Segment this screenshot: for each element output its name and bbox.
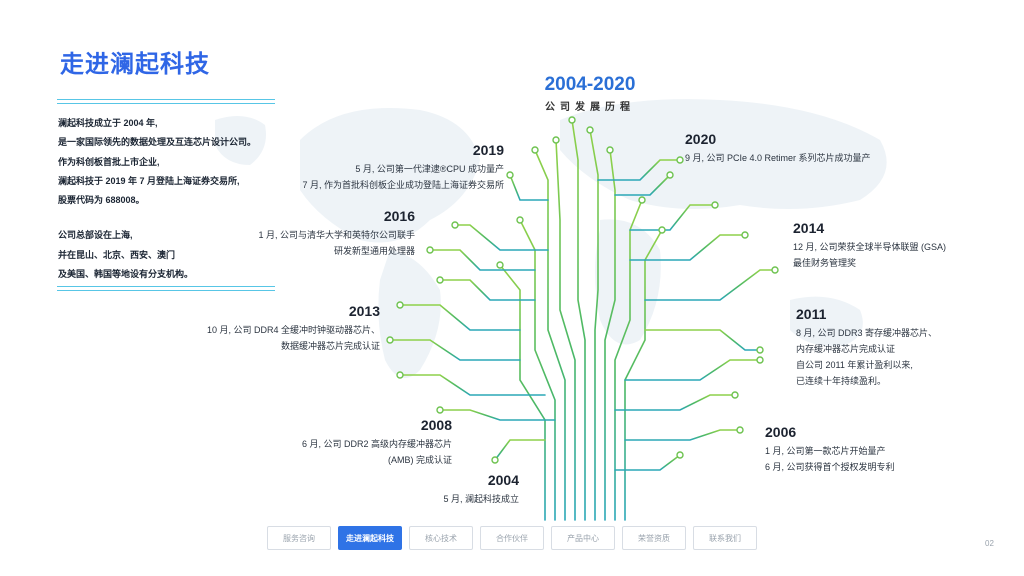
event-year: 2020 [685,131,717,147]
nav-tab-technology[interactable]: 核心技术 [409,526,473,550]
event-line: 6 月, 公司 DDR2 高级内存缓冲器芯片 [301,439,452,449]
event-line: 7 月, 作为首批科创板企业成功登陆上海证券交易所 [302,180,504,190]
event-line: 1 月, 公司与清华大学和英特尔公司联手 [258,230,415,240]
nav-tab-contact[interactable]: 联系我们 [693,526,757,550]
company-intro: 澜起科技成立于 2004 年, 是一家国际领先的数据处理及互连芯片设计公司。 作… [58,114,298,284]
event-2008: 2008 6 月, 公司 DDR2 高级内存缓冲器芯片 (AMB) 完成认证 [152,417,452,468]
event-2020: 2020 9 月, 公司 PCIe 4.0 Retimer 系列芯片成功量产 [685,131,985,166]
event-line: 已连续十年持续盈利。 [796,376,887,386]
intro-line: 公司总部设在上海, [58,230,133,241]
event-line: 研发新型通用处理器 [333,246,415,256]
nav-tab-honors[interactable]: 荣誉资质 [622,526,686,550]
event-2004: 2004 5 月, 澜起科技成立 [219,472,519,507]
event-line: 12 月, 公司荣获全球半导体联盟 (GSA) [793,242,947,252]
timeline-period: 2004-2020 [544,74,636,95]
event-line: 5 月, 公司第一代津逮®CPU 成功量产 [355,164,504,174]
event-line: (AMB) 完成认证 [388,455,452,465]
nav-tab-products[interactable]: 产品中心 [551,526,615,550]
event-year: 2014 [793,220,825,236]
event-line: 8 月, 公司 DDR3 寄存缓冲器芯片、 [796,328,938,338]
intro-line: 澜起科技成立于 2004 年, [58,118,158,128]
divider-top-2 [57,103,275,104]
event-line: 9 月, 公司 PCIe 4.0 Retimer 系列芯片成功量产 [685,153,871,163]
divider-top [57,99,275,100]
event-2011: 2011 8 月, 公司 DDR3 寄存缓冲器芯片、 内存缓冲器芯片完成认证 自… [796,306,1024,389]
nav-tab-about[interactable]: 走进澜起科技 [338,526,402,550]
event-year: 2006 [765,424,797,440]
nav-tab-services[interactable]: 服务咨询 [267,526,331,550]
event-2013: 2013 10 月, 公司 DDR4 全缓冲时钟驱动器芯片、 数据缓冲器芯片完成… [80,303,380,354]
event-year: 2004 [487,472,519,488]
event-line: 数据缓冲器芯片完成认证 [280,341,380,351]
event-year: 2013 [348,303,380,319]
event-line: 10 月, 公司 DDR4 全缓冲时钟驱动器芯片、 [206,325,380,335]
timeline-header: 2004-2020 公司发展历程 [490,74,690,113]
intro-line: 作为科创板首批上市企业, [58,156,160,167]
event-2019: 2019 5 月, 公司第一代津逮®CPU 成功量产 7 月, 作为首批科创板企… [204,142,504,193]
event-year: 2008 [420,417,452,433]
page-number: 02 [985,539,994,548]
event-line: 内存缓冲器芯片完成认证 [796,344,896,354]
divider-bottom [57,286,275,287]
event-2016: 2016 1 月, 公司与清华大学和英特尔公司联手 研发新型通用处理器 [115,208,415,259]
event-line: 自公司 2011 年累计盈利以来, [796,360,913,370]
intro-line: 澜起科技于 2019 年 7 月登陆上海证券交易所, [58,175,240,186]
event-year: 2011 [796,306,827,322]
event-line: 5 月, 澜起科技成立 [443,494,519,504]
event-2006: 2006 1 月, 公司第一款芯片开始量产 6 月, 公司获得首个授权发明专利 [765,424,1024,475]
nav-tab-partners[interactable]: 合作伙伴 [480,526,544,550]
intro-line: 股票代码为 688008。 [58,195,145,206]
event-line: 1 月, 公司第一款芯片开始量产 [765,446,886,456]
timeline-subtitle: 公司发展历程 [545,102,635,113]
divider-bottom-2 [57,290,275,291]
event-line: 最佳财务管理奖 [793,258,857,268]
event-2014: 2014 12 月, 公司荣获全球半导体联盟 (GSA) 最佳财务管理奖 [793,220,1024,271]
intro-line: 及美国、韩国等地设有分支机构。 [58,269,194,280]
intro-line: 并在昆山、北京、西安、澳门 [58,249,176,260]
intro-line: 是一家国际领先的数据处理及互连芯片设计公司。 [58,137,257,148]
event-year: 2016 [383,208,415,224]
event-line: 6 月, 公司获得首个授权发明专利 [765,462,895,472]
page-title: 走进澜起科技 [60,51,210,78]
event-year: 2019 [472,142,504,158]
